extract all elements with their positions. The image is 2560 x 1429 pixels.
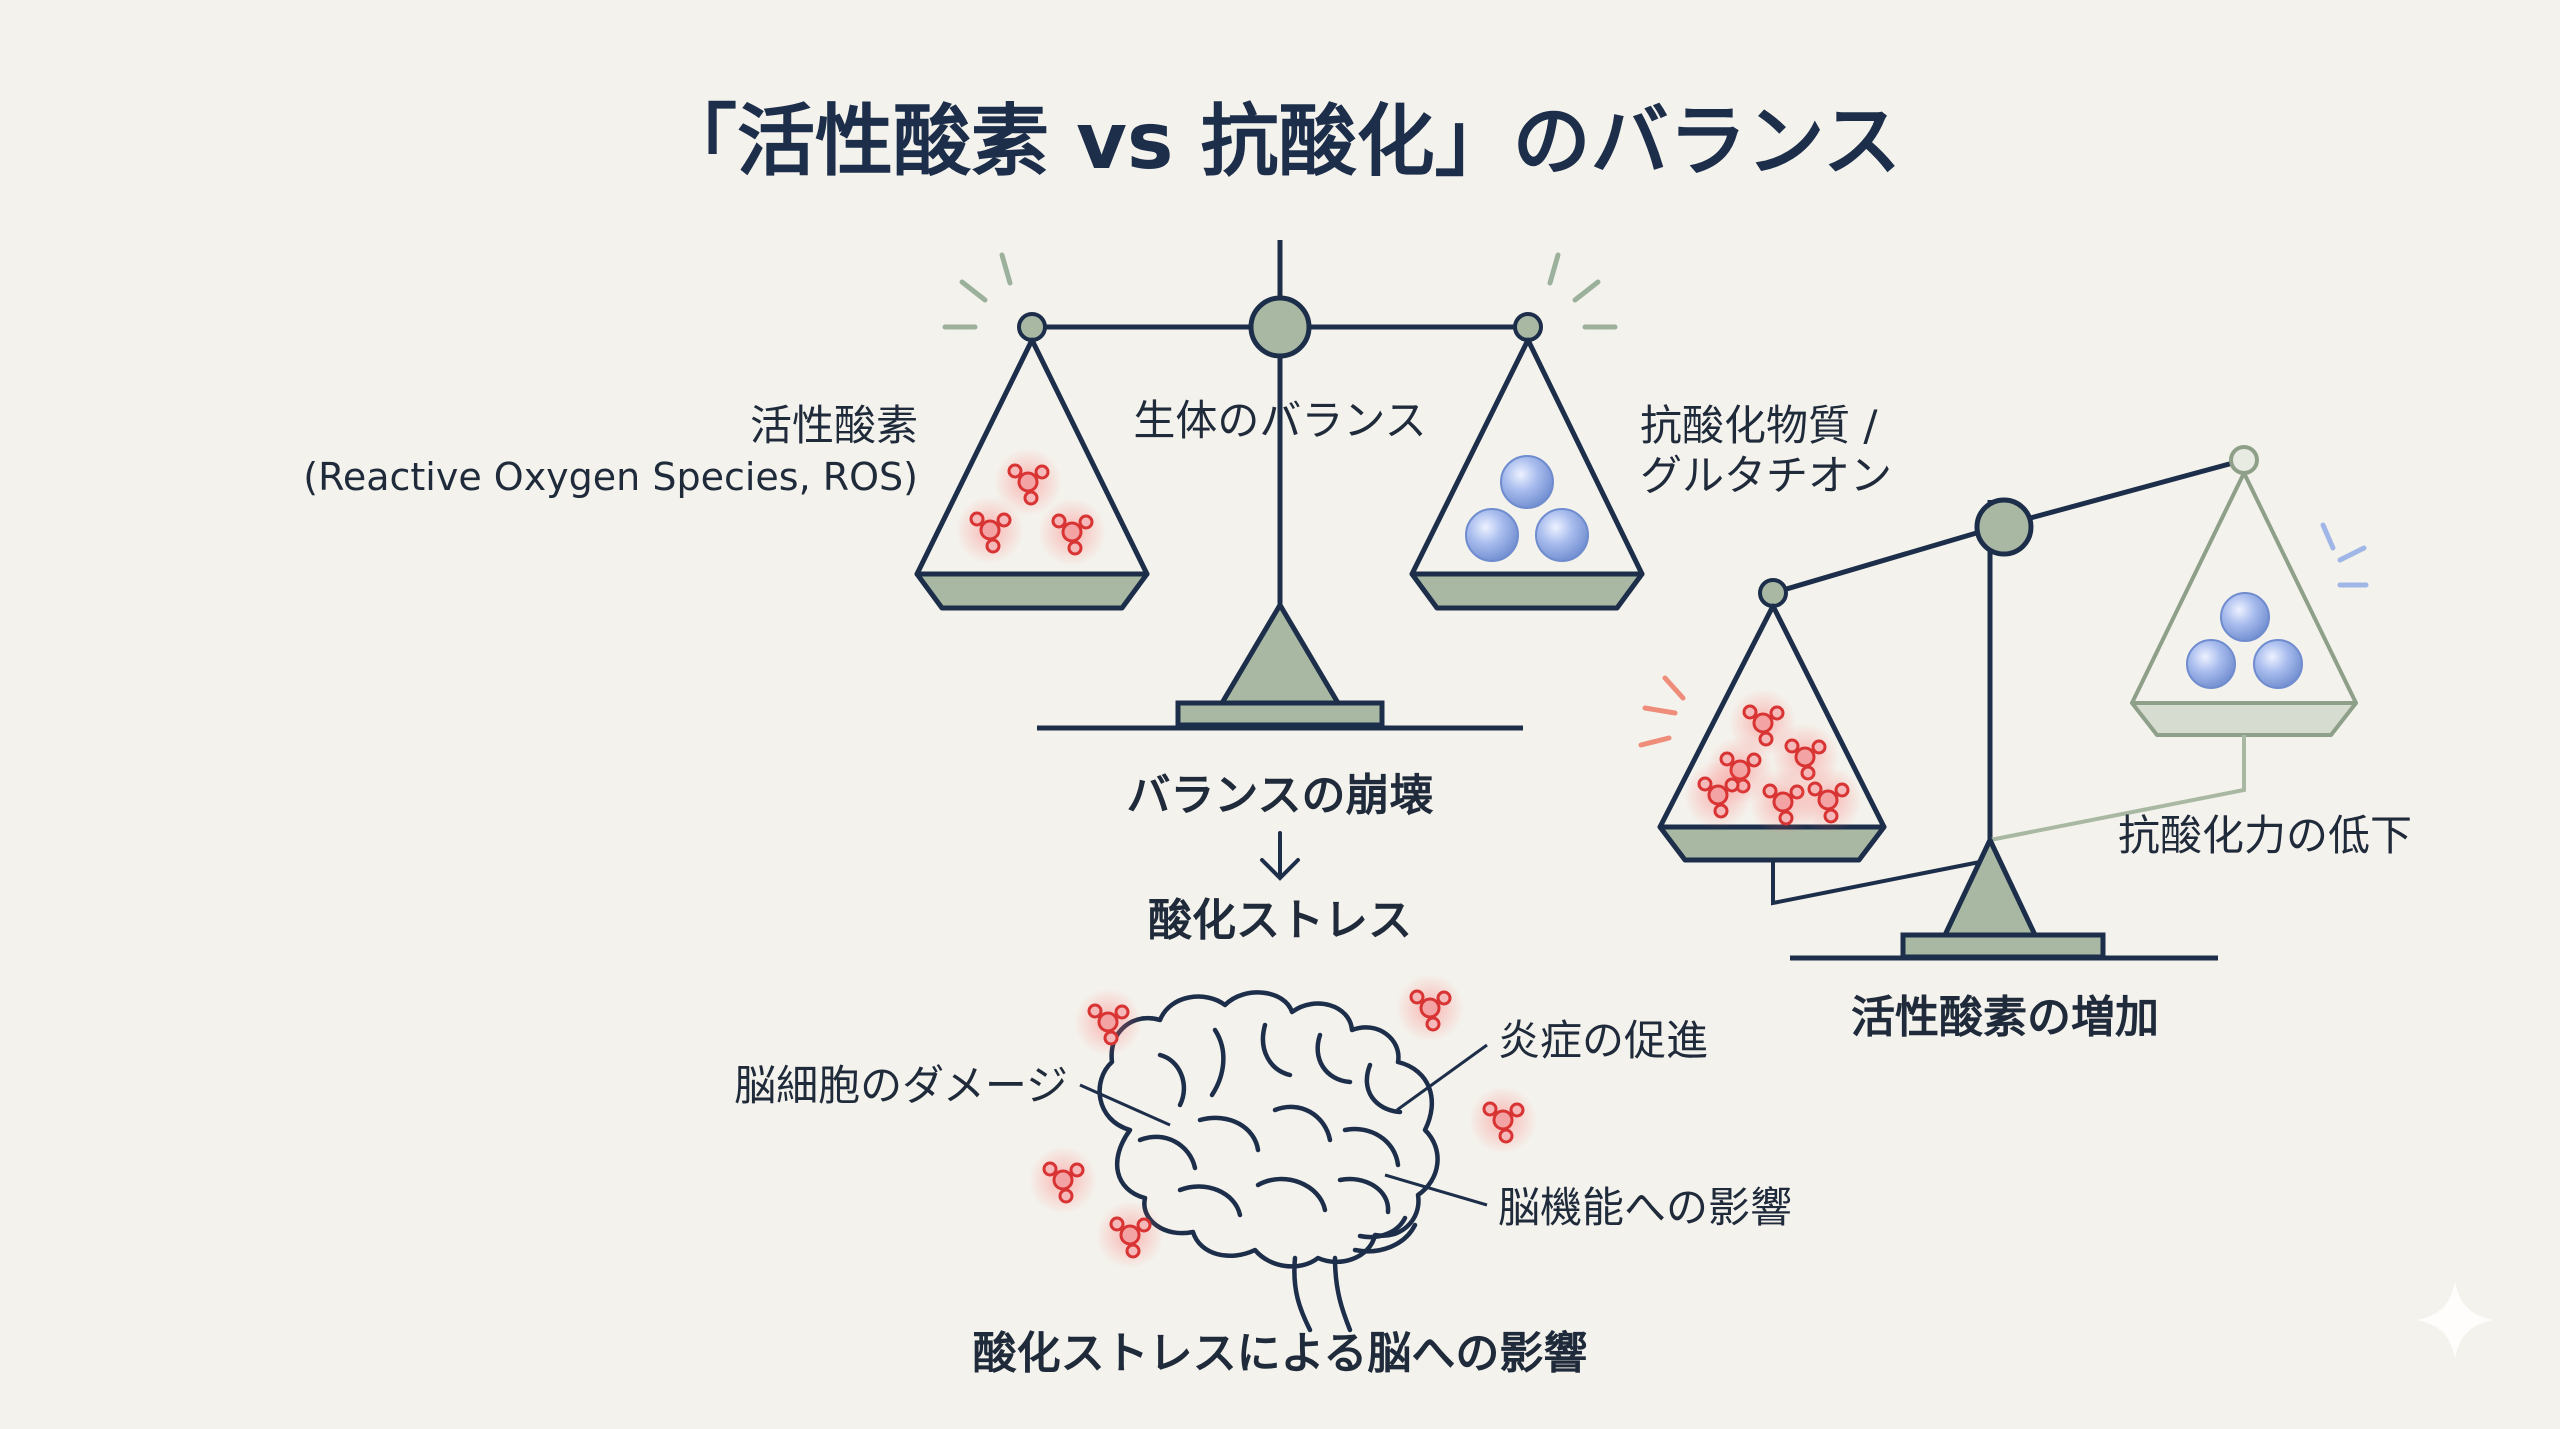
antioxidant-decline-label: 抗酸化力の低下 <box>2118 811 2412 860</box>
glutathione-label: グルタチオン <box>1640 451 1892 500</box>
brain-caption: 酸化ストレスによる脳への影響 <box>973 1328 1588 1379</box>
callout-lines <box>1079 1043 1488 1207</box>
brain-function-label: 脳機能への影響 <box>1498 1183 1792 1232</box>
page-title: 「活性酸素 vs 抗酸化」のバランス <box>659 97 1901 187</box>
inflammation-label: 炎症の促進 <box>1498 1016 1708 1065</box>
antioxidant-sphere-icon <box>1465 508 1519 562</box>
oxidative-stress-label: 酸化ストレス <box>1148 895 1412 946</box>
ros-molecule-icon <box>1072 986 1144 1058</box>
balanced-scale <box>914 240 1645 731</box>
ros-label: 活性酸素 <box>750 401 918 450</box>
ros-increase-label: 活性酸素の増加 <box>1851 992 2159 1043</box>
down-arrow-icon <box>1260 831 1300 881</box>
sparkle-icon <box>2417 1282 2493 1358</box>
balance-collapse-label: バランスの崩壊 <box>1126 770 1433 821</box>
ros-molecule-icon <box>1467 1084 1539 1156</box>
ros-molecule-icon <box>1792 764 1864 836</box>
ros-molecule-icon <box>1394 972 1466 1044</box>
brain-icon <box>1097 990 1440 1333</box>
ros-molecule-icon <box>1027 1144 1099 1216</box>
ros-molecule-icon <box>1094 1199 1166 1271</box>
tilted-scale <box>1638 445 2369 961</box>
pivot-icon <box>1974 497 2034 557</box>
alert-ticks-icon <box>1638 675 1686 748</box>
light-ticks-icon <box>2320 522 2369 588</box>
antioxidant-light-pan <box>2130 471 2358 737</box>
ros-molecule-icon <box>1036 496 1108 568</box>
ros-pan <box>914 337 1150 611</box>
ros-molecule-icon <box>1682 759 1754 831</box>
pivot-icon <box>1248 295 1312 359</box>
antioxidant-pan <box>1409 337 1645 611</box>
antioxidant-sphere-icon <box>2220 592 2270 642</box>
brain-cell-damage-label: 脳細胞のダメージ <box>734 1061 1068 1110</box>
body-balance-label: 生体のバランス <box>1133 396 1426 445</box>
ros-molecule-icon <box>954 494 1026 566</box>
ros-heavy-pan <box>1657 603 1887 863</box>
antioxidant-sphere-icon <box>2186 639 2236 689</box>
antioxidant-sphere-icon <box>1535 508 1589 562</box>
antioxidant-sphere-icon <box>1500 455 1554 509</box>
balance-ticks-icon <box>942 252 1618 330</box>
antioxidant-sphere-icon <box>2253 639 2303 689</box>
antioxidant-label: 抗酸化物質 / <box>1640 401 1878 450</box>
ros-sublabel: (Reactive Oxygen Species, ROS) <box>303 455 918 499</box>
